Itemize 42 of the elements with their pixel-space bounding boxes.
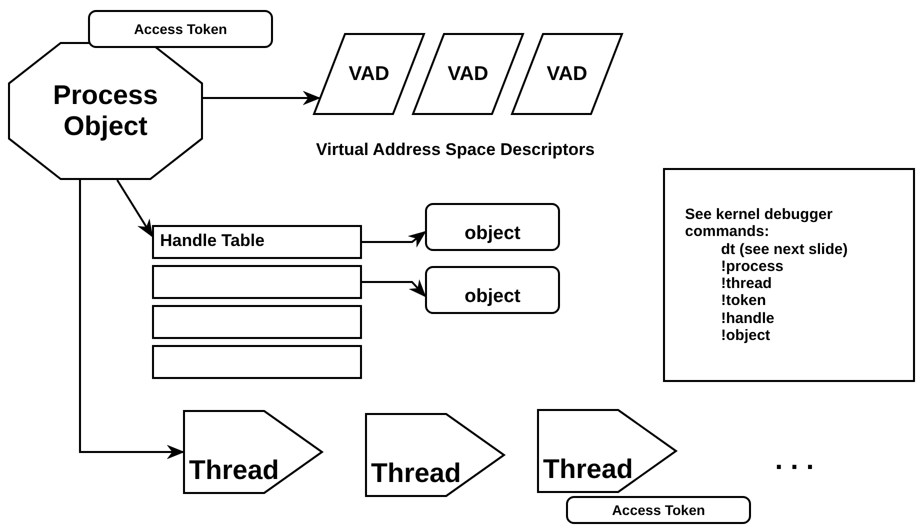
rounded-box [425,266,560,314]
table-row [152,225,362,259]
node-label: Handle Table [160,231,265,251]
node-label: Thread [189,454,280,486]
node-label: Thread [543,454,634,485]
table-row [152,265,362,299]
node-label: VAD [448,62,488,86]
connector-arrow [203,90,321,106]
rounded-box [566,496,751,524]
node-label: Process Object [52,80,160,142]
node-label: Thread [371,458,462,489]
connector-arrow [116,179,153,238]
node-label: Access Token [134,20,228,38]
node-label: VAD [546,62,588,86]
octagon-shape [8,42,203,180]
command-text: !process [721,258,784,275]
command-text: !thread [721,275,772,292]
parallelogram-shape [412,33,524,115]
connector-arrow [79,180,185,460]
command-text: !token [721,292,766,310]
node-label: Access Token [612,502,706,518]
caption-text: Virtual Address Space Descriptors [316,140,595,160]
node-label: object [464,286,520,308]
node-label: object [464,223,520,245]
parallelogram-shape [313,33,425,115]
command-text: !handle [721,310,774,327]
pentagon-shape [183,410,323,494]
note-box [663,168,915,382]
command-text: dt (see next slide) [721,240,848,258]
connector-arrow [362,279,426,298]
rounded-box [88,10,273,48]
connector-arrow [362,230,426,248]
parallelogram-shape [511,33,623,115]
table-row [152,305,362,339]
note-heading: See kernel debugger commands: [685,206,834,240]
pentagon-shape [537,409,677,493]
node-label: VAD [348,62,390,86]
table-row [152,345,362,379]
pentagon-shape [365,413,505,497]
command-text: !object [721,326,770,344]
ellipsis-text: . . . [775,444,814,476]
rounded-box [425,203,560,251]
